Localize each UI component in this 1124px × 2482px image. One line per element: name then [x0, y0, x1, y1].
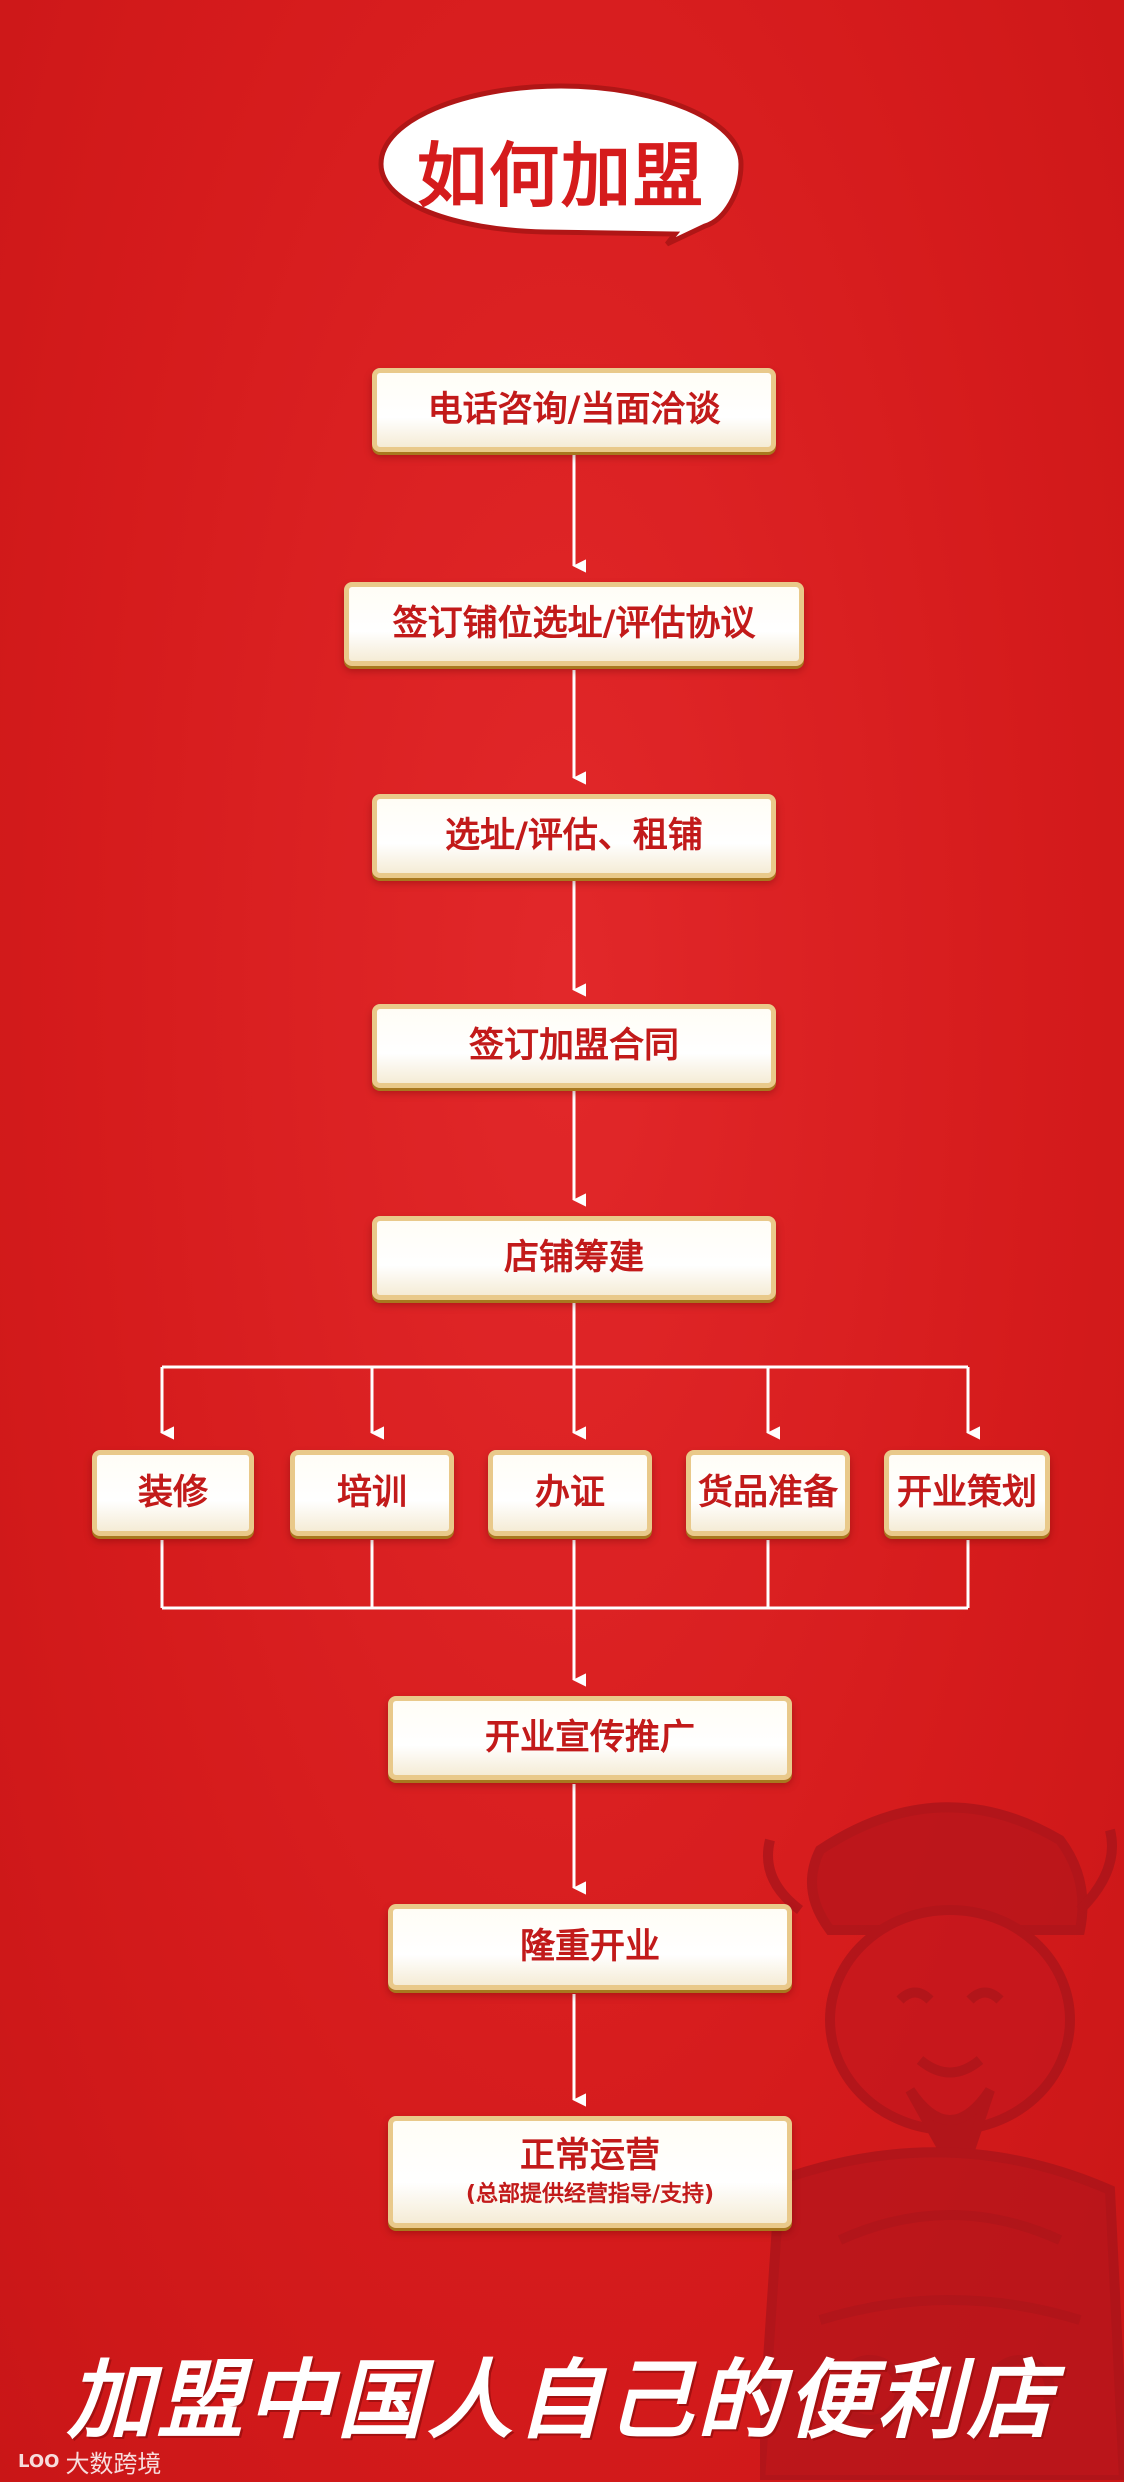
step-phone-consult: 电话咨询/当面洽谈: [372, 368, 776, 452]
step-store-preparation: 店铺筹建: [372, 1216, 776, 1300]
step-label: 签订加盟合同: [468, 1025, 679, 1066]
step-label: 开业宣传推广: [484, 1717, 695, 1758]
watermark-text: 大数跨境: [65, 2450, 162, 2478]
step-opening-promotion: 开业宣传推广: [388, 1696, 792, 1780]
branch-label: 开业策划: [896, 1472, 1037, 1513]
step-label: 选址/评估、租铺: [445, 815, 703, 856]
step-label: 正常运营: [519, 2135, 660, 2176]
speech-bubble-shape: [378, 83, 744, 247]
step-sign-contract: 签订加盟合同: [372, 1004, 776, 1088]
step-label: 签订铺位选址/评估协议: [392, 603, 756, 644]
step-label: 店铺筹建: [503, 1237, 644, 1278]
watermark: LOO 大数跨境: [18, 2444, 161, 2479]
branch-licensing: 办证: [488, 1450, 652, 1536]
branch-training: 培训: [290, 1450, 454, 1536]
step-site-selection: 选址/评估、租铺: [372, 794, 776, 878]
branch-opening-plan: 开业策划: [884, 1450, 1050, 1536]
step-normal-operation: 正常运营 (总部提供经营指导/支持): [388, 2116, 792, 2228]
page-title: 如何加盟: [417, 135, 705, 217]
step-grand-opening: 隆重开业: [388, 1904, 792, 1990]
god-of-wealth-figure: [760, 1802, 1124, 2480]
branch-label: 装修: [137, 1472, 208, 1513]
branch-label: 货品准备: [697, 1472, 838, 1513]
branch-decoration: 装修: [92, 1450, 254, 1536]
branch-label: 办证: [534, 1472, 605, 1513]
step-sign-site-agreement: 签订铺位选址/评估协议: [344, 582, 804, 666]
title-bubble: 如何加盟: [375, 80, 747, 248]
step-label: 隆重开业: [519, 1926, 660, 1967]
watermark-logo: LOO: [18, 2451, 60, 2472]
slogan: 加盟中国人自己的便利店: [67, 2350, 1057, 2451]
step-label: 电话咨询/当面洽谈: [427, 389, 721, 430]
step-sublabel: (总部提供经营指导/支持): [465, 2182, 715, 2208]
branch-goods-preparation: 货品准备: [686, 1450, 850, 1536]
branch-label: 培训: [336, 1472, 407, 1513]
